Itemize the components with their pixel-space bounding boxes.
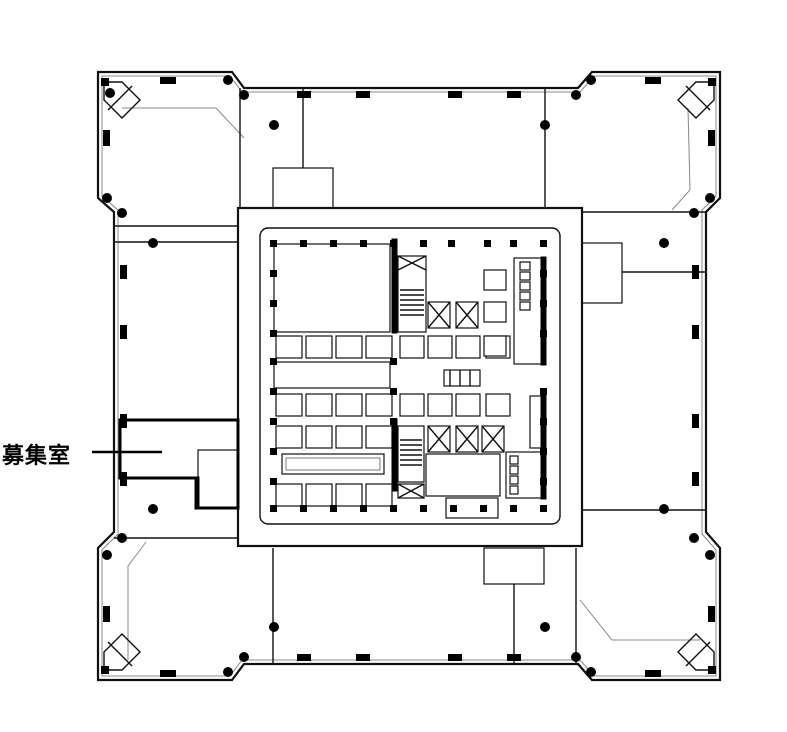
core-interior bbox=[273, 238, 547, 519]
core-columns bbox=[270, 240, 547, 512]
corner-zones bbox=[103, 81, 715, 671]
outer-shell bbox=[96, 70, 722, 682]
columns-rect bbox=[101, 77, 716, 677]
stairs-north bbox=[400, 289, 424, 316]
perimeter-partitions bbox=[114, 88, 706, 664]
elevator-bank-1 bbox=[275, 335, 511, 359]
room-label-boshuushitsu: 募集室 bbox=[2, 444, 72, 469]
columns-round bbox=[102, 75, 715, 677]
elevator-bank-2 bbox=[275, 393, 511, 449]
highlighted-room bbox=[118, 418, 240, 510]
core-ring bbox=[236, 206, 584, 548]
stairs-south bbox=[400, 439, 422, 466]
